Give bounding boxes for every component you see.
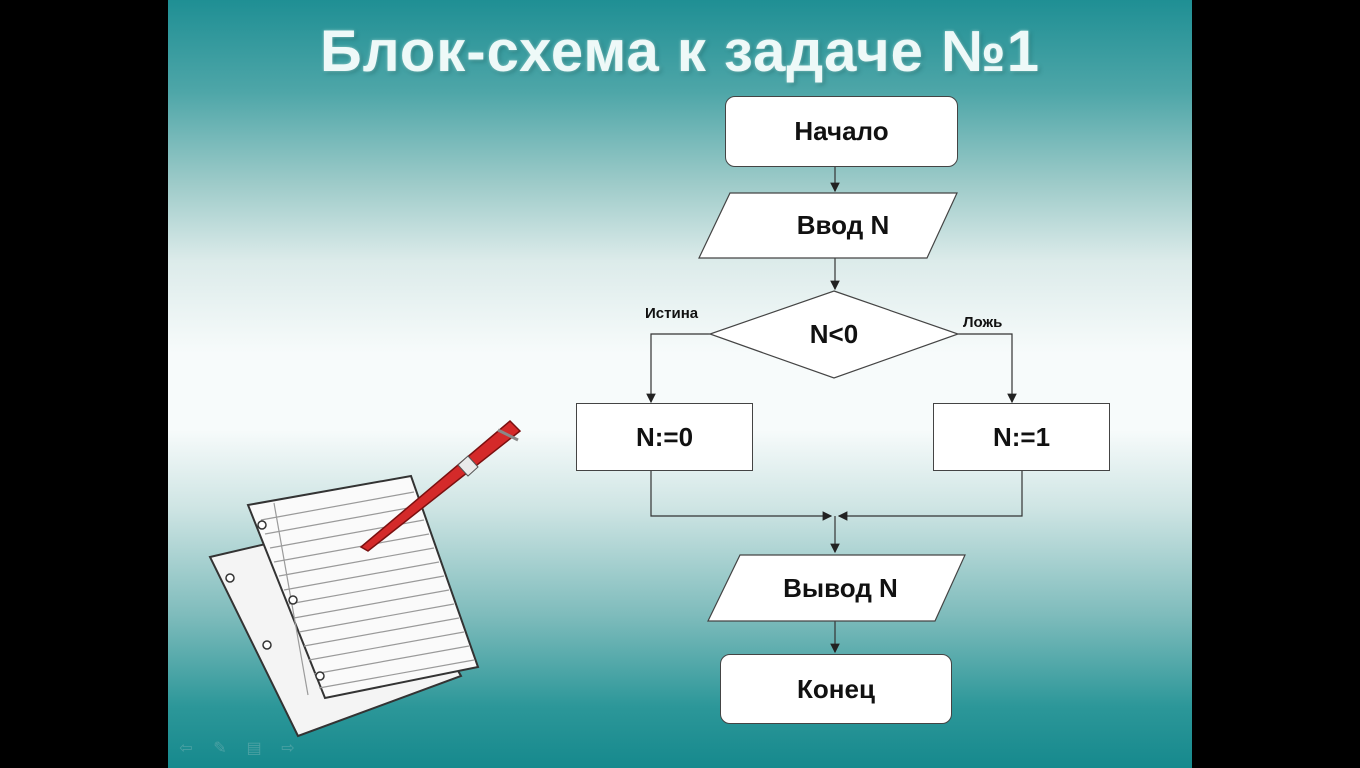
forward-icon[interactable]: ⇨ bbox=[281, 740, 295, 757]
decision-shape bbox=[708, 290, 960, 379]
false-process-label: N:=1 bbox=[992, 421, 1051, 452]
output-label: Вывод N bbox=[783, 572, 898, 603]
input-shape bbox=[698, 192, 958, 259]
arrow-decision-true bbox=[646, 333, 710, 404]
output-node: Вывод N bbox=[728, 555, 953, 621]
false-process: N:=1 bbox=[933, 403, 1110, 471]
decision-label: N<0 bbox=[809, 319, 859, 349]
slide-title: Блок-схема к задаче №1 bbox=[320, 19, 1040, 84]
true-process-label: N:=0 bbox=[635, 421, 694, 452]
menu-icon[interactable]: ▤ bbox=[246, 740, 262, 757]
end-terminal: Конец bbox=[720, 654, 952, 724]
input-node: Ввод N bbox=[728, 193, 958, 258]
decision-node: N<0 bbox=[728, 291, 940, 378]
start-terminal: Начало bbox=[725, 96, 958, 167]
slide: Блок-схема к задаче №1 bbox=[168, 0, 1192, 768]
pen-icon[interactable]: ✎ bbox=[213, 740, 227, 757]
true-branch-label: Истина bbox=[645, 305, 699, 322]
output-shape bbox=[707, 554, 966, 622]
paper-and-pen-illustration bbox=[208, 419, 522, 738]
end-label: Конец bbox=[797, 673, 875, 704]
arrow-false-merge bbox=[837, 471, 1023, 521]
start-label: Начало bbox=[794, 116, 889, 146]
flowchart-connectors bbox=[208, 167, 1023, 738]
arrow-true-merge bbox=[650, 471, 833, 521]
false-branch-label: Ложь bbox=[963, 314, 1003, 331]
arrow-decision-false bbox=[958, 333, 1017, 404]
back-icon[interactable]: ⇦ bbox=[179, 740, 193, 757]
slideshow-nav: ⇦ ✎ ▤ ⇨ bbox=[176, 738, 298, 758]
input-label: Ввод N bbox=[796, 210, 890, 240]
true-process: N:=0 bbox=[576, 403, 753, 471]
